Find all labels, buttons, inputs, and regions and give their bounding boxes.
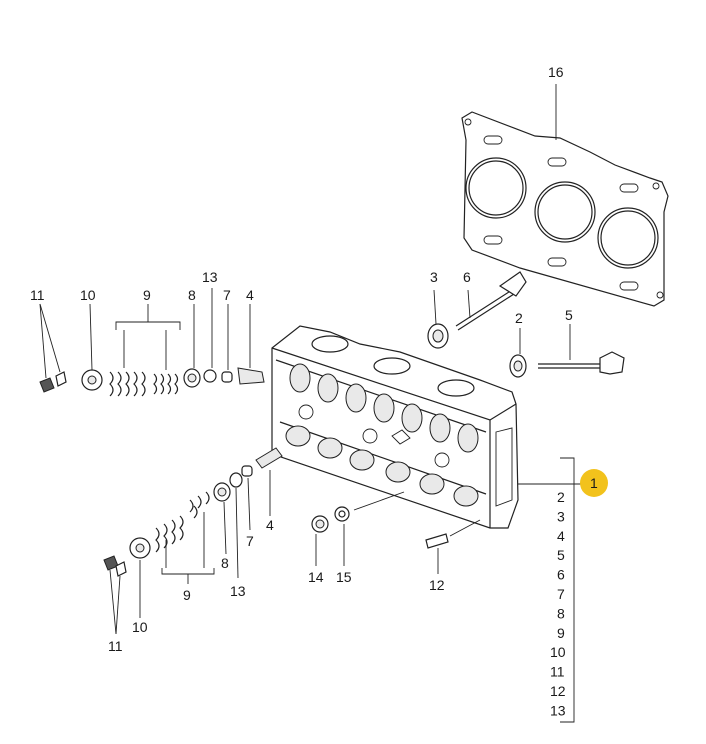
callout-11-top: 11 — [30, 287, 45, 303]
bracket-list-item: 7 — [557, 586, 565, 602]
callout-6: 6 — [463, 269, 471, 285]
bracket-list-item: 6 — [557, 567, 565, 583]
callout-13-top: 13 — [202, 269, 218, 285]
bracket-list-item: 2 — [557, 489, 565, 505]
head-gasket — [461, 111, 669, 307]
upper-leaders — [39, 288, 251, 379]
bracket-list-item: 8 — [557, 605, 565, 621]
callout-10-low: 10 — [132, 619, 148, 635]
callout-8-low: 8 — [221, 555, 229, 571]
callout-9-low: 9 — [183, 587, 191, 603]
callout-7-low: 7 — [246, 533, 254, 549]
leader-3 — [433, 289, 437, 325]
bracket-list-item: 9 — [557, 625, 565, 641]
highlight-marker-1[interactable] — [580, 469, 608, 497]
bracket-list-item: 10 — [550, 644, 566, 660]
callout-2: 2 — [515, 310, 523, 326]
washer-15 — [334, 506, 350, 522]
callout-16: 16 — [548, 64, 564, 80]
callout-4-top: 4 — [246, 287, 254, 303]
callout-12: 12 — [429, 577, 445, 593]
bracket-list-item: 13 — [550, 702, 566, 718]
callout-14: 14 — [308, 569, 324, 585]
callout-10-top: 10 — [80, 287, 96, 303]
callout-15: 15 — [336, 569, 352, 585]
collets-lower — [103, 555, 127, 577]
plug-14 — [311, 515, 329, 533]
callout-11-low: 11 — [108, 638, 123, 654]
callout-3: 3 — [430, 269, 438, 285]
leader-12-block — [449, 519, 481, 537]
bracket-list-item: 12 — [550, 683, 566, 699]
intake-valve-group — [509, 351, 625, 378]
bracket — [560, 457, 575, 723]
bracket-list-item: 11 — [550, 664, 565, 680]
leader-15-block — [353, 491, 405, 511]
callout-5: 5 — [565, 307, 573, 323]
bracket-list-item: 4 — [557, 528, 565, 544]
bracket-list-item: 5 — [557, 547, 565, 563]
lower-valve-train — [103, 447, 283, 577]
callout-4-low: 4 — [266, 517, 274, 533]
exhaust-valve-group — [427, 271, 527, 349]
bracket-list-item: 3 — [557, 508, 565, 524]
upper-valve-train — [39, 367, 265, 397]
callout-1: 1 — [590, 475, 598, 491]
cylinder-head — [271, 325, 519, 529]
collets-upper — [39, 371, 67, 393]
callout-7-top: 7 — [223, 287, 231, 303]
callout-13-low: 13 — [230, 583, 246, 599]
callout-8-top: 8 — [188, 287, 196, 303]
callout-9-top: 9 — [143, 287, 151, 303]
stud-12 — [425, 533, 449, 549]
bracket-list: 2 3 4 5 6 7 8 9 10 11 12 13 — [550, 489, 566, 718]
leader-6 — [467, 289, 471, 319]
lower-leaders — [109, 470, 271, 635]
